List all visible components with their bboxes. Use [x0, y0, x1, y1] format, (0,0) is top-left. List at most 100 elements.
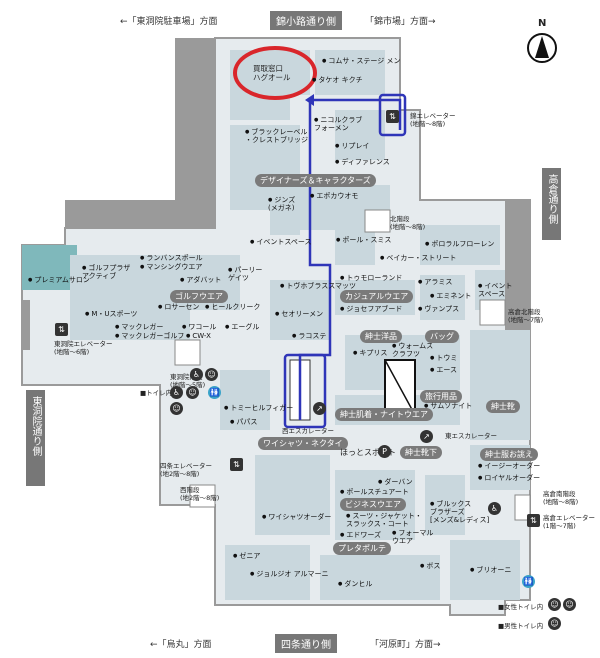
elevator-icon: ⇅	[527, 514, 540, 527]
street-bottom-main: 四条通り側	[275, 634, 337, 653]
west-escalator-note: 西エスカレーター	[282, 427, 334, 435]
shop-block-top	[230, 50, 310, 120]
higashi-stairs	[174, 339, 201, 366]
south-stairs-note: 高倉南階段 (地階〜8階)	[543, 490, 579, 506]
shop-block-pret-right	[320, 555, 440, 600]
shop-label: マンシングウエア	[140, 263, 202, 271]
shop-label: ランバンスポール	[140, 254, 202, 262]
escalator-icon: ↗	[313, 402, 326, 415]
toilet-note: ■トイレ内	[140, 389, 173, 397]
compass-circle	[527, 33, 557, 63]
shop-label: ロイヤルオーダー	[478, 474, 540, 482]
shop-label: ブラックレーベル ・クレストブリッジ	[245, 128, 308, 144]
compass-arrow	[535, 36, 549, 58]
shop-label: ウォームス クラフツ	[392, 342, 433, 358]
street-right-main: 高倉通り側	[542, 168, 561, 240]
category-travel: 旅行用品	[420, 390, 462, 403]
shop-label: ボス	[420, 562, 440, 570]
shop-label: ロサーセン	[158, 303, 199, 311]
south-stairs	[514, 494, 531, 521]
shop-label: ポロラルフローレン	[425, 240, 494, 248]
category-business: ビジネスウエア	[340, 498, 406, 511]
shop-label: ポールスチュアート	[340, 488, 408, 496]
buyback-counter-label: 買取窓口 ハグオール	[253, 64, 291, 82]
wall-top-left	[65, 38, 215, 228]
higashi-elevator-note: 東洞院エレベーター (地階〜6階)	[54, 340, 113, 356]
shop-label: エーグル	[225, 323, 259, 331]
elevator-icon: ⇅	[230, 458, 243, 471]
shop-label: CW-X	[186, 332, 211, 340]
shop-label: リプレイ	[335, 142, 369, 150]
men-toilet-note: ■男性トイレ内	[498, 622, 544, 630]
shop-label: ヒールクリーク	[205, 303, 260, 311]
shop-label: イベントスペース	[250, 238, 311, 246]
shop-label: キプリス	[353, 349, 387, 357]
category-order: 紳士服お誂え	[480, 448, 538, 461]
shop-label: トゥモローランド	[340, 274, 402, 282]
shop-label: ジョルジオ アルマーニ	[250, 570, 328, 578]
street-top-main: 錦小路通り側	[270, 11, 342, 30]
takakura-stairs	[479, 299, 506, 326]
category-pret: プレタポルテ	[333, 542, 391, 555]
toilet-icon: 🚻	[208, 386, 221, 399]
shop-label: セオリーメン	[275, 310, 323, 318]
wheelchair-icon: ♿	[190, 368, 203, 381]
shop-label: ポール・スミス	[336, 236, 391, 244]
shop-label: ジョセフアブード	[340, 305, 402, 313]
shop-label: ワコール	[182, 323, 216, 331]
route-arrowhead	[305, 94, 314, 106]
shop-label: M・Uスポーツ	[85, 310, 137, 318]
shop-label: マックレガー	[115, 323, 163, 331]
shop-label: ベイカー・ストリート	[380, 254, 456, 262]
shop-block-shirts	[255, 455, 330, 535]
shop-label: アラミス	[418, 278, 452, 286]
shop-label: コムサ・ステージ メン	[322, 57, 400, 65]
shop-label: エミネント	[430, 292, 471, 300]
shop-label: アダバット	[180, 276, 221, 284]
takakura-stairs-note: 高倉北階段 (地階〜7階)	[508, 308, 544, 324]
category-shoes: 紳士靴	[486, 400, 520, 413]
wheelchair-icon: ♿	[488, 502, 501, 515]
higashi-stairs-note: 東洞院階段 (地階〜5階)	[170, 373, 206, 389]
shop-block-shoes	[470, 330, 530, 440]
shop-label: ゴルフプラザ アクティブ	[82, 264, 130, 280]
shop-label: トヴホブラススマッツ	[280, 282, 356, 290]
shop-label: トウミ	[430, 354, 457, 362]
route-box-nishiki-elev	[378, 93, 407, 137]
shop-label: ブリオーニ	[470, 566, 511, 574]
west-stairs-note: 西階段 (地2階〜8階)	[180, 486, 220, 502]
shop-label: ラコステ	[292, 332, 326, 340]
elevator-icon: ⇅	[55, 323, 68, 336]
category-underwear: 紳士肌着・ナイトウエア	[335, 408, 433, 421]
shop-label: エポカウオモ	[310, 192, 358, 200]
street-bottom-left: ←「烏丸」方面	[150, 640, 212, 650]
shop-label: パーリー ゲイツ	[228, 266, 262, 282]
street-left-main: 東洞院通り側	[26, 390, 45, 486]
category-shirts: ワイシャツ・ネクタイ	[258, 437, 348, 450]
shop-label: フォーマル ウエア	[392, 529, 433, 545]
street-top-left: ←「東洞院駐車場」方面	[120, 17, 218, 27]
shop-label: ブルックス ブラザーズ [メンズ&レディス]	[430, 500, 489, 524]
baby-icon: ☺	[563, 598, 576, 611]
nishiki-elevator-note: 錦エレベーター (地階〜8階)	[410, 112, 456, 128]
shop-label: イベント スペース	[478, 282, 512, 298]
route-box-west-esc	[283, 353, 327, 429]
shop-label: スーツ・ジャケット・ スラックス・コート	[346, 512, 422, 528]
baby-icon: ☺	[186, 386, 199, 399]
category-casual: カジュアルウエア	[340, 290, 414, 303]
elevator-icon: ⇅	[386, 110, 399, 123]
parking-icon: P	[378, 445, 391, 458]
shop-label: ニコルクラブ フォーメン	[314, 116, 362, 132]
shop-label: ヴァンプス	[418, 305, 459, 313]
shop-label: イージーオーダー	[478, 462, 540, 470]
shop-label: ジンズ (メガネ)	[268, 196, 295, 212]
shop-label: ワイシャツオーダー	[262, 513, 331, 521]
highlight-ring	[233, 46, 317, 100]
category-bag: バッグ	[425, 330, 459, 343]
category-golf: ゴルフウエア	[170, 290, 228, 303]
escalator-icon: ↗	[420, 430, 433, 443]
shop-label: ディファレンス	[335, 158, 389, 166]
shop-label: エドワーズ	[340, 531, 381, 539]
baby-icon: ☺	[548, 617, 561, 630]
